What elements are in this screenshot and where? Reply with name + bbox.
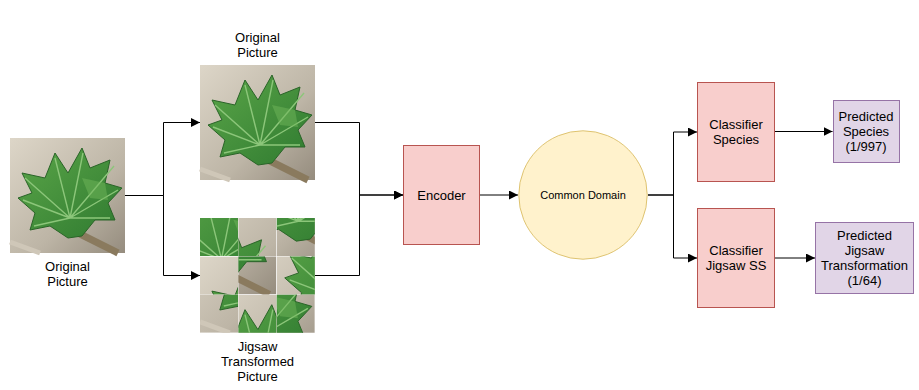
- flow-arrow: [775, 131, 833, 132]
- flow-arrow: [315, 195, 403, 276]
- node-label: Classifier Jigsaw SS: [703, 243, 769, 273]
- flow-arrow: [125, 123, 200, 196]
- input-image: Original Picture: [200, 65, 315, 180]
- flow-arrow: [648, 132, 697, 195]
- jigsaw-photo: [162, 142, 391, 390]
- node-label: Encoder: [417, 188, 465, 203]
- flow-arrow: [775, 258, 815, 259]
- image-caption: Original Picture: [28, 259, 108, 289]
- flow-arrow: [125, 196, 200, 276]
- classifier-box: Classifier Jigsaw SS: [697, 208, 775, 308]
- node-label: Predicted Jigsaw Transformation (1/64): [821, 228, 908, 288]
- input-image: Original Picture: [10, 138, 125, 253]
- encoder-box: Encoder: [403, 145, 480, 245]
- flow-arrow: [648, 195, 697, 258]
- flow-arrow: [315, 123, 403, 196]
- image-caption: Original Picture: [223, 30, 293, 60]
- node-label: Common Domain: [540, 189, 626, 202]
- leaf-photo: [200, 65, 315, 180]
- leaf-photo: [10, 138, 125, 253]
- classifier-box: Classifier Species: [697, 82, 775, 182]
- output-box: Predicted Species (1/997): [833, 100, 900, 163]
- node-label: Classifier Species: [703, 117, 769, 147]
- jigsaw-image: Jigsaw Transformed Picture: [200, 218, 315, 333]
- image-caption: Jigsaw Transformed Picture: [215, 339, 301, 384]
- flow-arrow: [480, 195, 518, 196]
- domain-circle: Common Domain: [518, 130, 648, 260]
- node-label: Predicted Species (1/997): [839, 109, 894, 154]
- output-box: Predicted Jigsaw Transformation (1/64): [815, 222, 914, 294]
